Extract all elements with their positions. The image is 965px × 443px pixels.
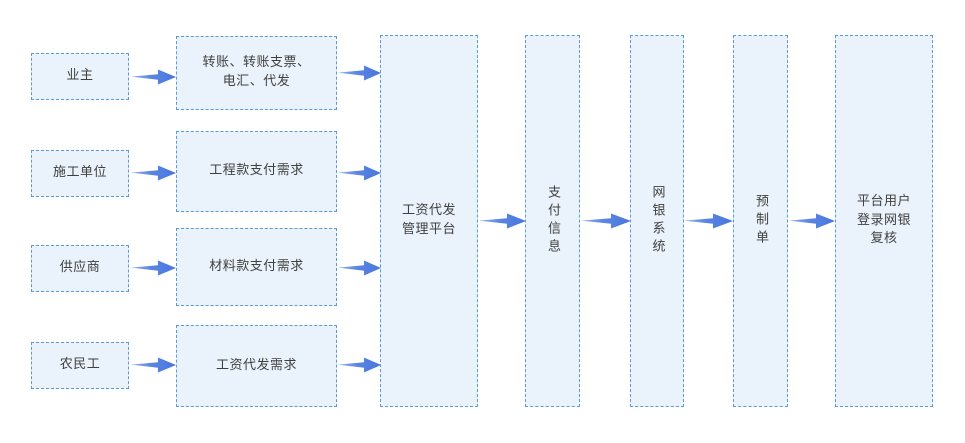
node-owner[interactable]: 业主 [31,53,129,100]
node-contractor[interactable]: 施工单位 [31,150,129,197]
arrow-platform-to-payment-info [479,212,526,230]
node-salary-payment[interactable]: 工资代发需求 [176,325,337,407]
arrow-transfer-methods-to-platform [338,64,381,82]
node-supplier-label: 供应商 [59,260,101,276]
node-prefab-order-label: 预制单 [753,194,768,248]
node-worker[interactable]: 农民工 [31,342,129,389]
arrow-worker-to-salary-payment [131,356,176,374]
node-material-payment[interactable]: 材料款支付需求 [176,228,337,306]
node-platform-label: 工资代发管理平台 [401,203,456,237]
arrow-ebank-system-to-prefab-order [684,212,733,230]
node-project-payment-label: 工程款支付需求 [209,163,304,179]
node-ebank-system[interactable]: 网银系统 [630,35,684,407]
arrow-contractor-to-project-payment [131,164,176,182]
node-prefab-order[interactable]: 预制单 [733,35,788,407]
node-transfer-methods[interactable]: 转账、转账支票、电汇、代发 [176,36,337,110]
arrow-prefab-order-to-user-review [789,212,835,230]
node-ebank-system-label: 网银系统 [649,185,665,257]
node-payment-info[interactable]: 支付信息 [525,35,580,407]
node-payment-info-label: 支付信息 [545,185,560,257]
node-user-review[interactable]: 平台用户登录网银复核 [835,35,933,407]
node-salary-payment-label: 工资代发需求 [215,357,297,373]
arrow-payment-info-to-ebank-system [581,212,631,230]
node-contractor-label: 施工单位 [52,165,107,181]
arrow-material-payment-to-platform [338,259,381,277]
node-supplier[interactable]: 供应商 [31,245,129,292]
arrow-supplier-to-material-payment [131,259,176,277]
node-project-payment[interactable]: 工程款支付需求 [176,131,337,212]
node-worker-label: 农民工 [59,357,101,373]
node-owner-label: 业主 [66,68,94,84]
node-platform[interactable]: 工资代发管理平台 [380,35,478,407]
arrow-owner-to-transfer-methods [131,68,176,86]
arrow-project-payment-to-platform [338,164,381,182]
arrow-salary-payment-to-platform [338,356,381,374]
node-user-review-label: 平台用户登录网银复核 [856,193,911,247]
node-material-payment-label: 材料款支付需求 [209,258,304,274]
node-transfer-methods-label: 转账、转账支票、电汇、代发 [202,55,311,89]
